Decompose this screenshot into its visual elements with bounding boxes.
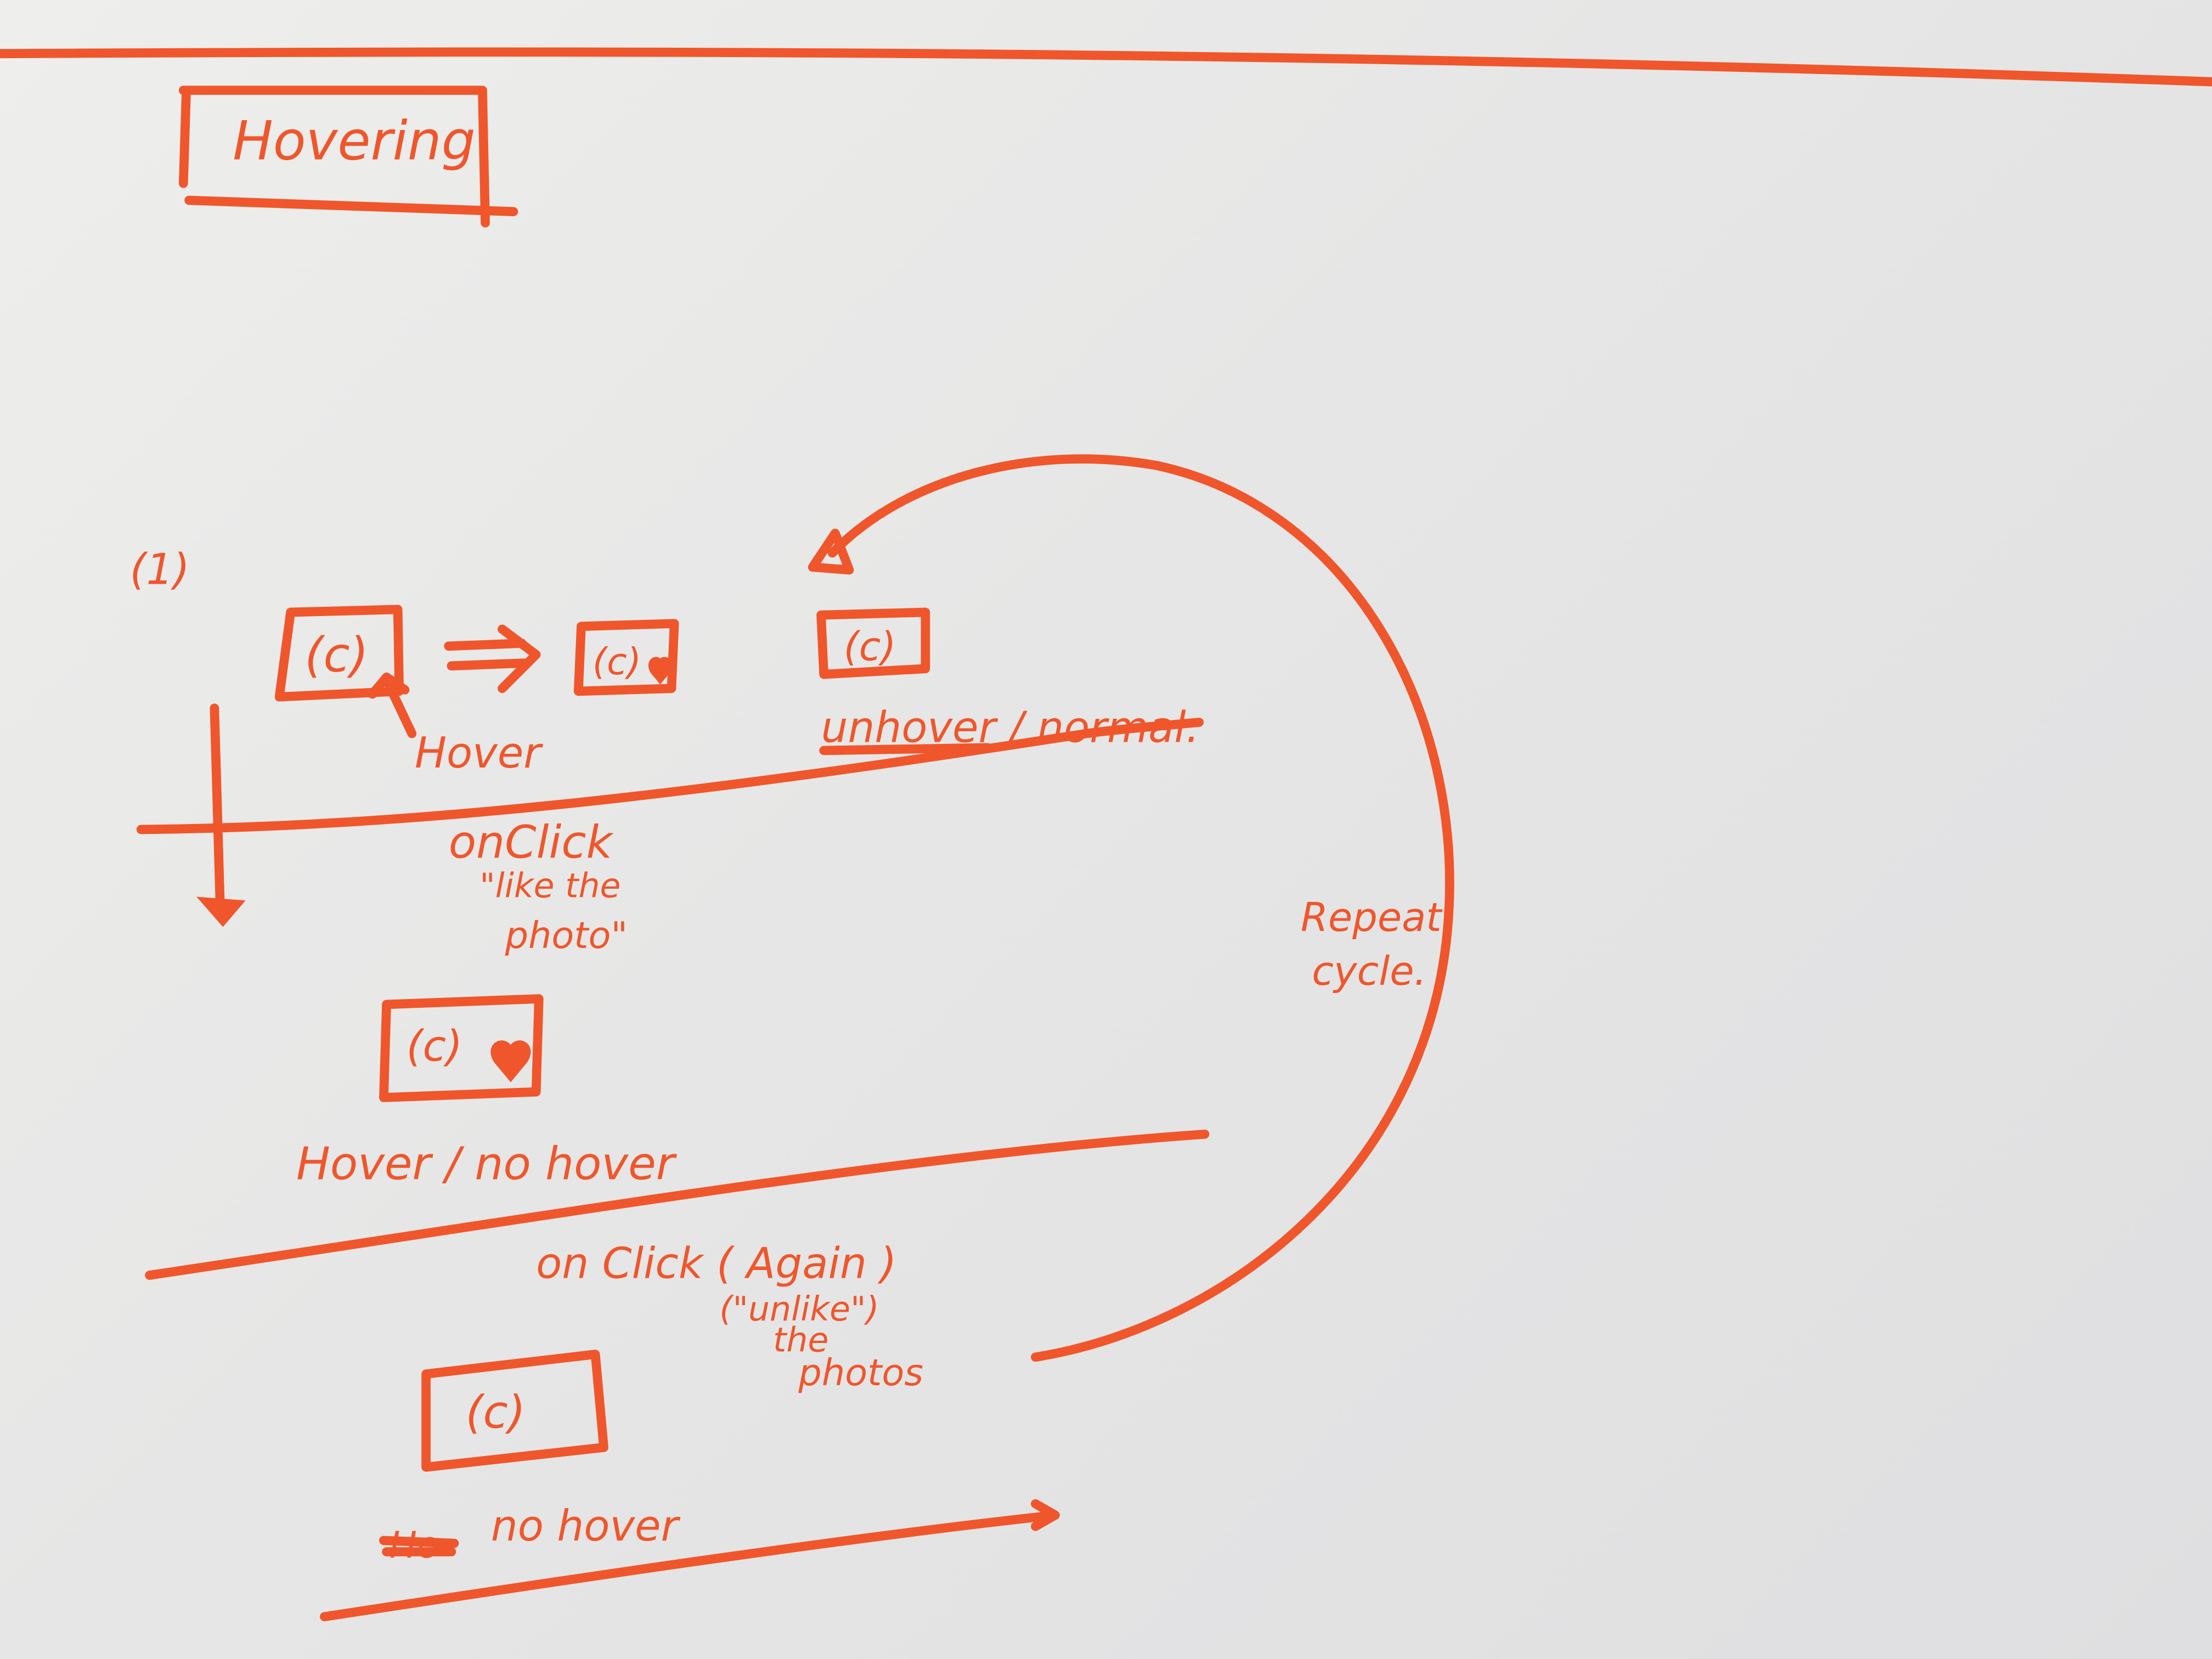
divider-line-2: [145, 1130, 1210, 1280]
divider-line-1: [136, 718, 1204, 834]
unlike-caption-line3: photos: [798, 1351, 923, 1394]
repeat-label-line2: cycle.: [1312, 948, 1426, 994]
like-caption-line2: photo": [505, 914, 628, 957]
heart-icon: [648, 657, 672, 685]
onclick-label: onClick: [449, 816, 614, 868]
like-caption-line1: "like the: [479, 866, 620, 905]
unlike-caption-line2: the: [773, 1320, 828, 1359]
repeat-label-line1: Repeat: [1301, 894, 1443, 940]
scratch-mark: [379, 1536, 459, 1556]
heart-icon: [490, 1040, 531, 1082]
card-label: (c): [407, 1022, 463, 1071]
card-label: (c): [592, 640, 641, 683]
unlike-caption-line1: ("unlike"): [719, 1289, 879, 1329]
card-label: (c): [466, 1386, 526, 1438]
card-label: (c): [844, 623, 896, 669]
onclick-again-label: on Click ( Again ): [536, 1239, 896, 1289]
arrow-down-icon: [196, 703, 246, 927]
card-hover: (c): [573, 619, 679, 696]
cycle-arrow-icon: [808, 454, 1454, 1362]
step-number: (1): [130, 545, 190, 595]
final-state-label: no hover: [491, 1502, 681, 1551]
arrow-right-icon: [444, 624, 541, 693]
card-label: (c): [304, 627, 368, 683]
bottom-arrow-line: [320, 1499, 1060, 1622]
card-liked: (c): [379, 994, 544, 1102]
card-unhover: (c): [816, 607, 930, 679]
card-unliked: (c): [421, 1350, 608, 1472]
page-title: Hovering: [233, 110, 475, 173]
cursor-arrow-icon: [368, 672, 417, 738]
liked-state-label: Hover / no hover: [296, 1138, 678, 1190]
top-rule-line: [0, 47, 2212, 87]
title-box: Hovering: [178, 86, 518, 228]
hover-label: Hover: [415, 729, 543, 778]
